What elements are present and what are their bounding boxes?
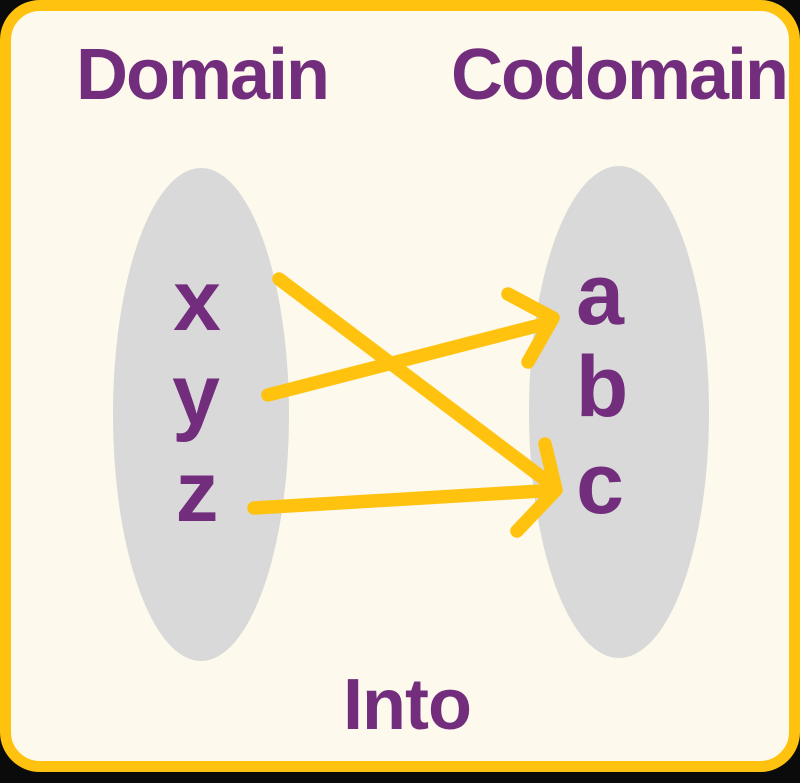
domain-set-ellipse <box>113 168 289 661</box>
domain-title: Domain <box>75 35 330 115</box>
codomain-element-b: b <box>575 339 629 435</box>
codomain-title: Codomain <box>451 35 789 115</box>
codomain-element-c: c <box>576 436 624 532</box>
domain-element-y: y <box>172 347 220 443</box>
domain-element-x: x <box>173 253 221 349</box>
domain-element-z: z <box>175 444 219 540</box>
arrow-z-to-c <box>247 484 548 515</box>
arrow-x-to-c <box>272 272 555 489</box>
codomain-set-ellipse <box>529 166 709 658</box>
arrow-y-to-a <box>261 317 551 402</box>
codomain-element-a: a <box>576 247 624 343</box>
diagram-caption: Into <box>343 665 472 745</box>
